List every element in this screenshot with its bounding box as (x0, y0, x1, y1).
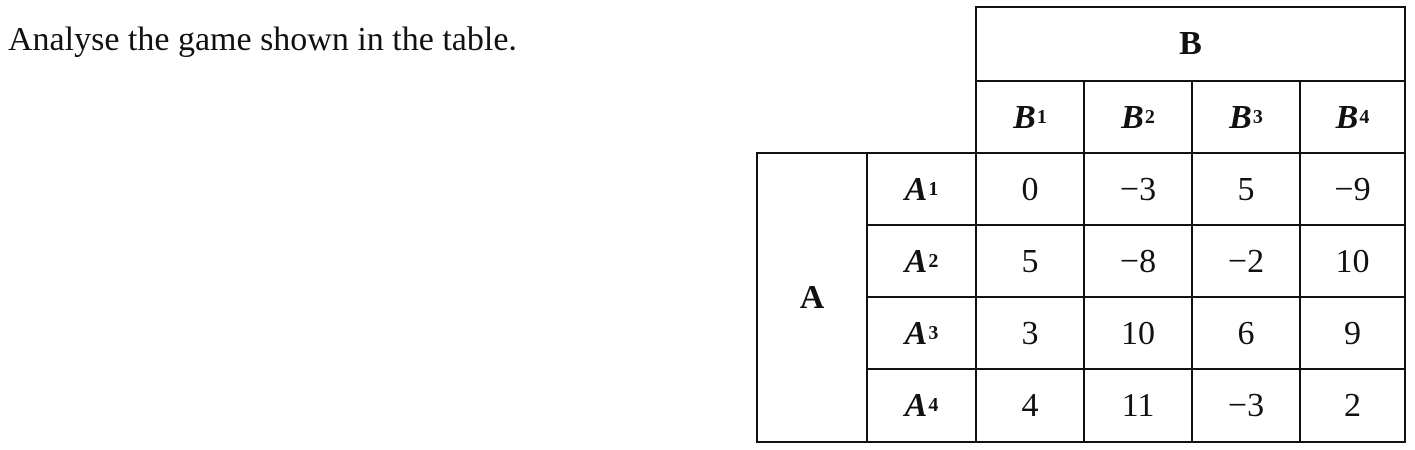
prompt-text: Analyse the game shown in the table. (8, 21, 517, 58)
payoff-cell: 11 (1083, 368, 1193, 443)
payoff-cell: −8 (1083, 224, 1193, 299)
payoff-cell: 5 (1191, 152, 1301, 227)
row-player-header: A (756, 152, 868, 443)
payoff-cell: 4 (975, 368, 1085, 443)
payoff-cell: 6 (1191, 296, 1301, 371)
column-player-header: B (975, 6, 1406, 82)
payoff-cell: 10 (1083, 296, 1193, 371)
payoff-cell: −2 (1191, 224, 1301, 299)
payoff-cell: 5 (975, 224, 1085, 299)
payoff-cell: 10 (1299, 224, 1406, 299)
payoff-cell: 3 (975, 296, 1085, 371)
payoff-cell: −3 (1083, 152, 1193, 227)
payoff-cell: 2 (1299, 368, 1406, 443)
payoff-cell: 9 (1299, 296, 1406, 371)
payoff-cell: −9 (1299, 152, 1406, 227)
payoff-cell: −3 (1191, 368, 1301, 443)
payoff-cell: 0 (975, 152, 1085, 227)
